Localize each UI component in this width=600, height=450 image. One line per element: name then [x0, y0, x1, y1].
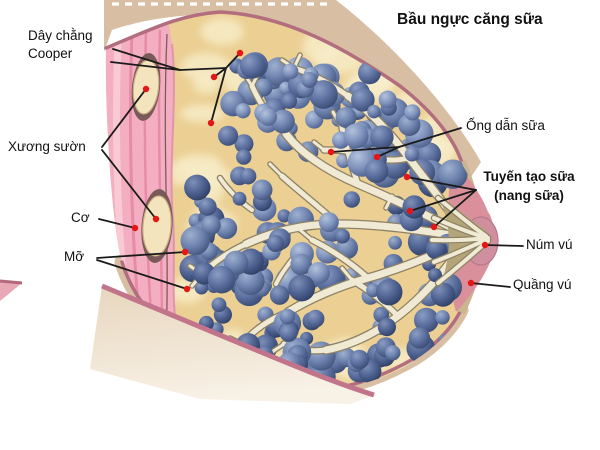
label-milk-glands: Tuyến tạo sữa (nang sữa) — [476, 167, 582, 205]
label-cooper-ligament: Dây chằng Cooper — [28, 27, 93, 63]
left-skin-flap — [0, 281, 22, 301]
label-ribs: Xương sườn — [8, 139, 86, 154]
upper-chest-skin — [104, 0, 481, 180]
label-fat: Mỡ — [64, 249, 85, 264]
label-pointer-lines — [96, 48, 524, 290]
label-nipple: Núm vú — [526, 237, 573, 252]
label-milk-duct: Ống dẫn sữa — [466, 118, 545, 133]
label-milk-glands-line1: Tuyến tạo sữa — [483, 169, 575, 184]
label-muscle: Cơ — [71, 210, 90, 225]
underbreast-skin — [0, 279, 375, 404]
label-cooper-line1: Dây chằng — [28, 28, 93, 43]
pointer-dots — [131, 49, 489, 293]
label-milk-glands-line2: (nang sữa) — [494, 188, 564, 203]
diagram-title: Bầu ngực căng sữa — [397, 11, 543, 28]
label-cooper-line2: Cooper — [28, 46, 73, 61]
label-areola: Quầng vú — [513, 277, 572, 292]
